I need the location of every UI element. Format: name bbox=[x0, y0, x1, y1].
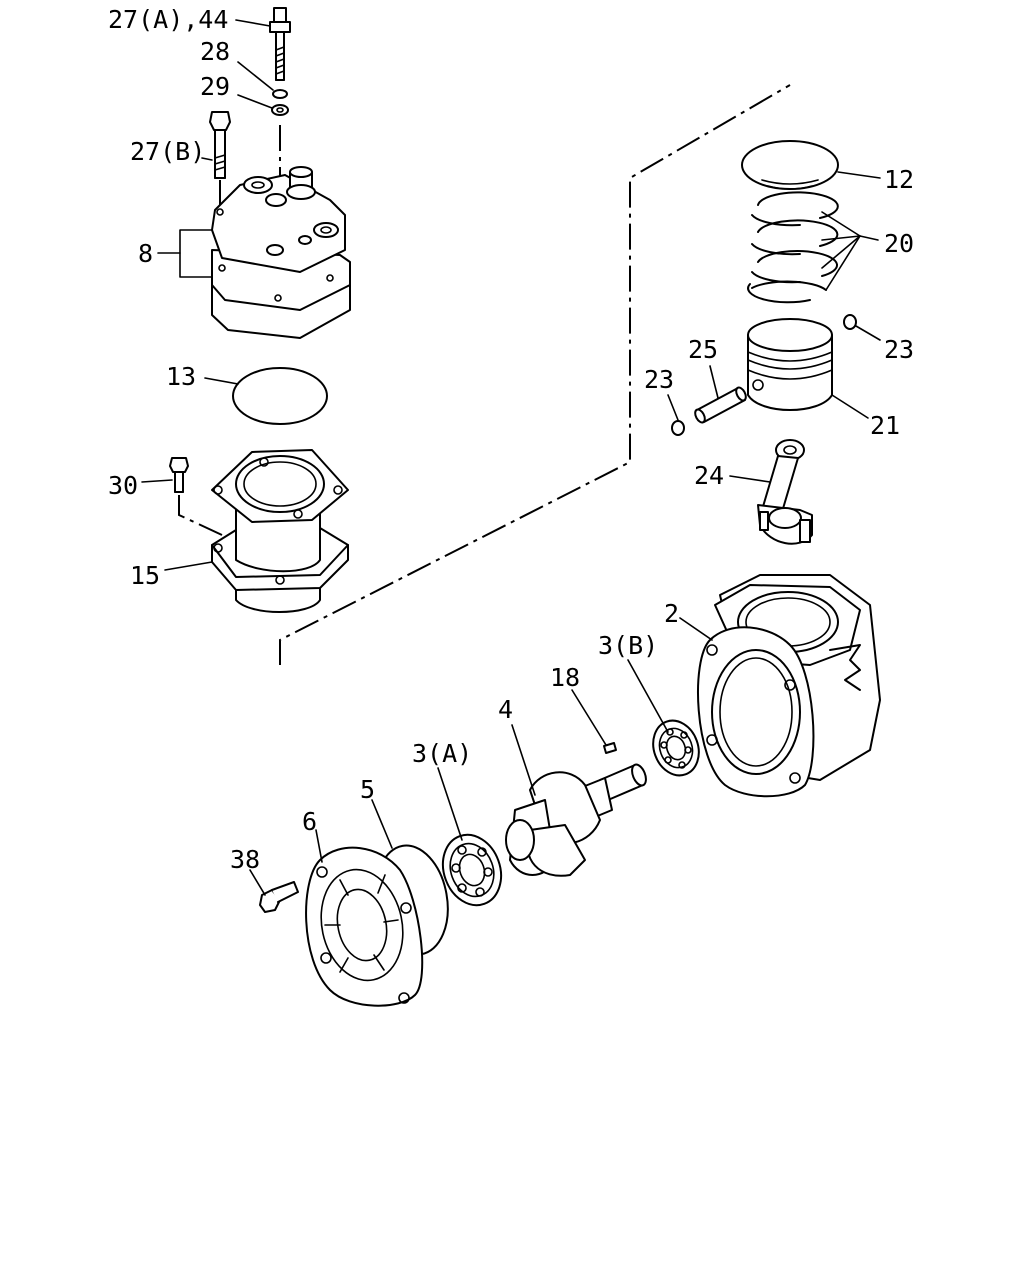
label-23-right: 23 bbox=[884, 335, 914, 364]
label-21: 21 bbox=[870, 411, 900, 440]
crankcase-2 bbox=[697, 574, 881, 798]
label-28: 28 bbox=[200, 37, 230, 66]
label-12: 12 bbox=[884, 165, 914, 194]
crankshaft-4 bbox=[505, 763, 647, 877]
cylinder-head-8 bbox=[211, 166, 351, 339]
label-8: 8 bbox=[138, 239, 153, 268]
leader-lines bbox=[141, 19, 881, 896]
label-29: 29 bbox=[200, 72, 230, 101]
cylinder-15 bbox=[211, 449, 349, 613]
washer-29 bbox=[271, 104, 289, 116]
label-27b: 27(B) bbox=[130, 137, 205, 166]
bolt-30 bbox=[169, 457, 189, 493]
assembly-centerline bbox=[279, 84, 791, 665]
key-18 bbox=[603, 742, 617, 754]
stud-27a-44 bbox=[269, 7, 291, 81]
label-15: 15 bbox=[130, 561, 160, 590]
label-3b: 3(B) bbox=[598, 631, 658, 660]
label-23-left: 23 bbox=[644, 365, 674, 394]
label-38: 38 bbox=[230, 845, 260, 874]
bolt-30-axis bbox=[178, 495, 223, 536]
label-30: 30 bbox=[108, 471, 138, 500]
label-6: 6 bbox=[302, 807, 317, 836]
circlip-23-left bbox=[671, 420, 685, 436]
piston-rings-20 bbox=[747, 191, 839, 304]
bolt-27b bbox=[209, 111, 231, 179]
label-24: 24 bbox=[694, 461, 724, 490]
o-ring-13 bbox=[232, 367, 328, 425]
bearing-3b bbox=[652, 719, 700, 777]
connecting-rod-24 bbox=[757, 439, 813, 545]
spring-washer-28 bbox=[272, 89, 288, 99]
piston-top-12 bbox=[741, 140, 839, 190]
circlip-23-right bbox=[843, 314, 857, 330]
piston-pin-25 bbox=[694, 386, 747, 424]
label-3a: 3(A) bbox=[412, 739, 472, 768]
label-27a-44: 27(A),44 bbox=[108, 5, 228, 34]
label-5: 5 bbox=[360, 775, 375, 804]
label-2: 2 bbox=[664, 599, 679, 628]
label-13: 13 bbox=[166, 362, 196, 391]
cover-6 bbox=[305, 846, 424, 1007]
bearing-3a bbox=[441, 833, 503, 907]
bolt-38 bbox=[259, 881, 299, 913]
label-20: 20 bbox=[884, 229, 914, 258]
piston-21 bbox=[747, 318, 833, 411]
label-25: 25 bbox=[688, 335, 718, 364]
label-18: 18 bbox=[550, 663, 580, 692]
label-4: 4 bbox=[498, 695, 513, 724]
